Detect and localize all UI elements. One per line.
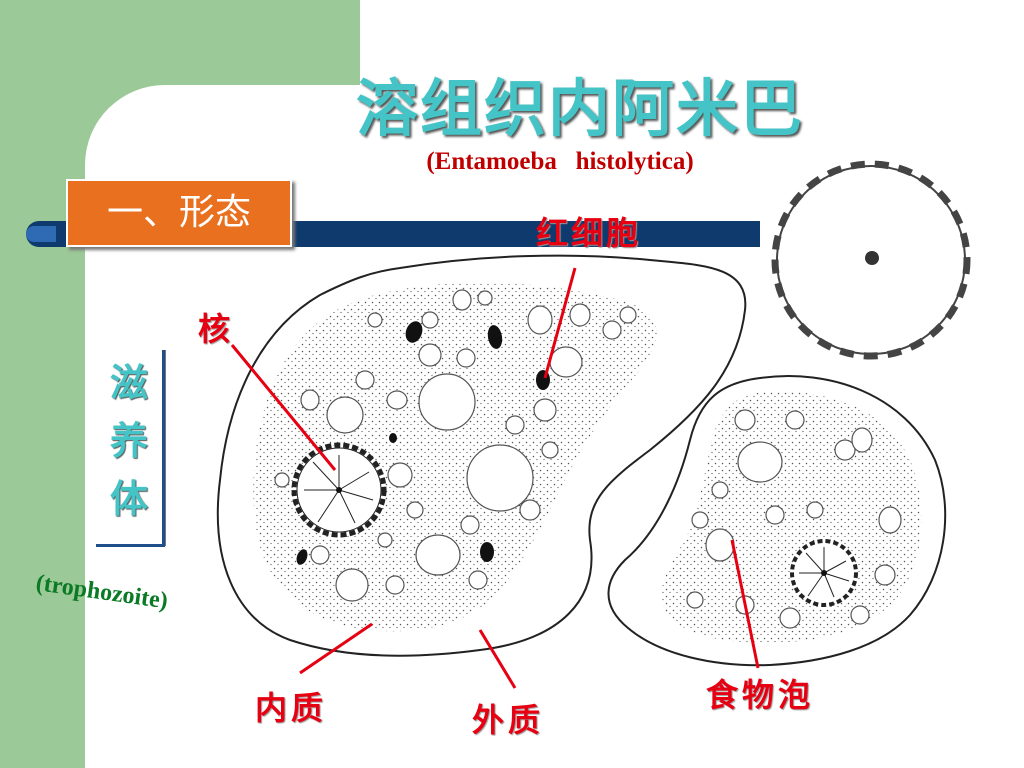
large-nucleus: [291, 442, 387, 538]
small-nucleus: [790, 539, 858, 607]
label-endoplasm: 内质: [255, 689, 328, 727]
slide-title: 溶组织内阿米巴: [355, 72, 804, 145]
label-nucleus: 核: [198, 310, 235, 348]
nucleus-inset: [771, 160, 971, 360]
label-leader-lines: [230, 267, 760, 689]
food-vacuoles-large: [274, 289, 637, 602]
label-rbc: 红细胞: [536, 214, 642, 252]
label-ectoplasm: 外质: [472, 701, 545, 739]
stage-label-underline: [96, 544, 165, 547]
small-endoplasm: [661, 391, 922, 643]
label-food-vacuole: 食物泡: [706, 676, 815, 714]
section-heading: 一、形态: [66, 179, 292, 247]
slide-subtitle: (Entamoeba histolytica): [426, 148, 694, 175]
food-vacuoles-small: [686, 409, 902, 629]
stage-char-3: 体: [109, 477, 148, 521]
stage-char-1: 滋: [109, 361, 148, 405]
stage-char-2: 养: [109, 419, 148, 463]
stage-label: 滋 养 体: [99, 354, 159, 528]
section-bar-highlight: [26, 226, 56, 242]
stage-label-rule: [162, 350, 165, 546]
